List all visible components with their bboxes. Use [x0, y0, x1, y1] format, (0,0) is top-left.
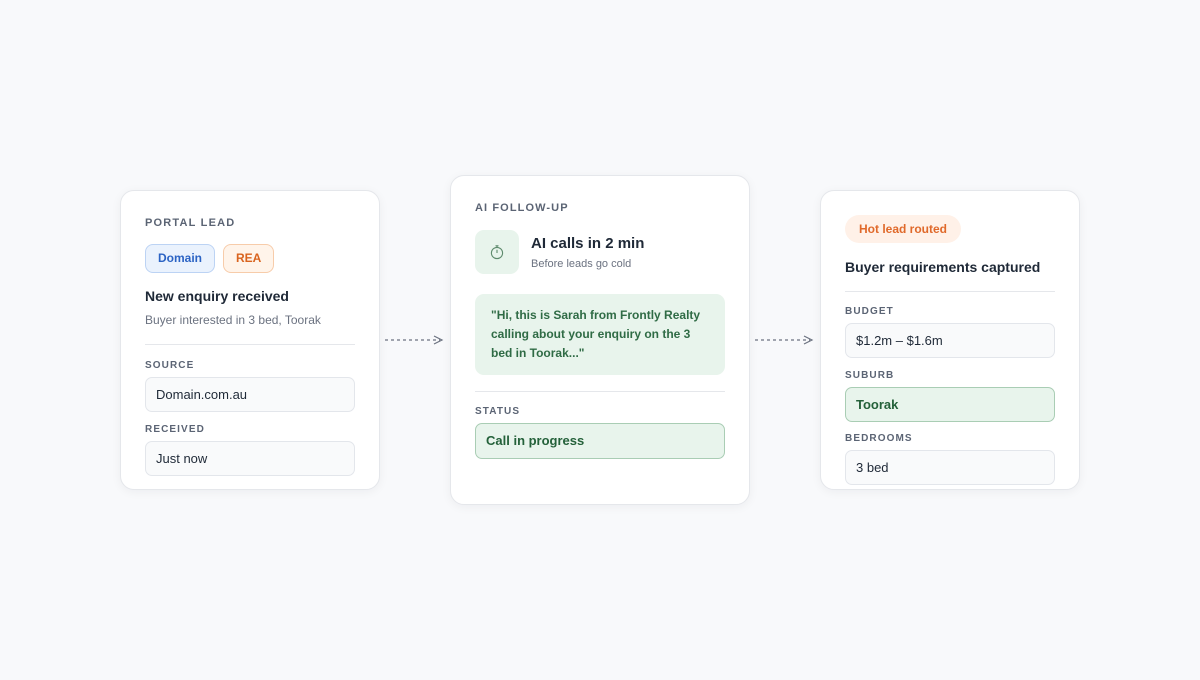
ai-follow-up-eyebrow: AI FOLLOW-UP: [475, 202, 569, 214]
divider: [845, 291, 1055, 292]
portal-lead-card: PORTAL LEAD Domain REA New enquiry recei…: [120, 190, 380, 490]
bedrooms-label: BEDROOMS: [845, 433, 913, 444]
enquiry-subtitle: Buyer interested in 3 bed, Toorak: [145, 313, 321, 327]
received-field: Just now: [145, 441, 355, 476]
hot-lead-card: Hot lead routed Buyer requirements captu…: [820, 190, 1080, 490]
ai-header: AI calls in 2 min Before leads go cold: [475, 230, 725, 274]
flow-arrow-1: [385, 335, 444, 345]
divider: [475, 391, 725, 392]
hot-lead-badge: Hot lead routed: [845, 215, 962, 243]
budget-label: BUDGET: [845, 306, 894, 317]
requirements-title: Buyer requirements captured: [845, 259, 1041, 275]
suburb-field: Toorak: [845, 387, 1055, 422]
ai-subtitle: Before leads go cold: [531, 257, 632, 270]
suburb-label: SUBURB: [845, 370, 895, 381]
portal-chips: Domain REA: [145, 244, 355, 273]
status-label: STATUS: [475, 406, 521, 417]
ai-header-text: AI calls in 2 min Before leads go cold: [531, 235, 644, 270]
status-field: Call in progress: [475, 423, 725, 459]
ai-follow-up-card: AI FOLLOW-UP AI calls in 2 min Before le…: [450, 175, 750, 505]
received-label: RECEIVED: [145, 424, 205, 435]
timer-icon: [475, 230, 519, 274]
budget-field: $1.2m – $1.6m: [845, 323, 1055, 358]
source-label: SOURCE: [145, 360, 195, 371]
enquiry-title: New enquiry received: [145, 288, 289, 304]
portal-lead-eyebrow: PORTAL LEAD: [145, 217, 236, 229]
flow-arrow-2: [755, 335, 814, 345]
domain-chip[interactable]: Domain: [145, 244, 216, 273]
call-script-quote: "Hi, this is Sarah from Frontly Realty c…: [475, 294, 725, 375]
rea-chip[interactable]: REA: [223, 244, 275, 273]
ai-title: AI calls in 2 min: [531, 234, 645, 252]
bedrooms-field: 3 bed: [845, 450, 1055, 485]
source-field: Domain.com.au: [145, 377, 355, 412]
divider: [145, 344, 355, 345]
